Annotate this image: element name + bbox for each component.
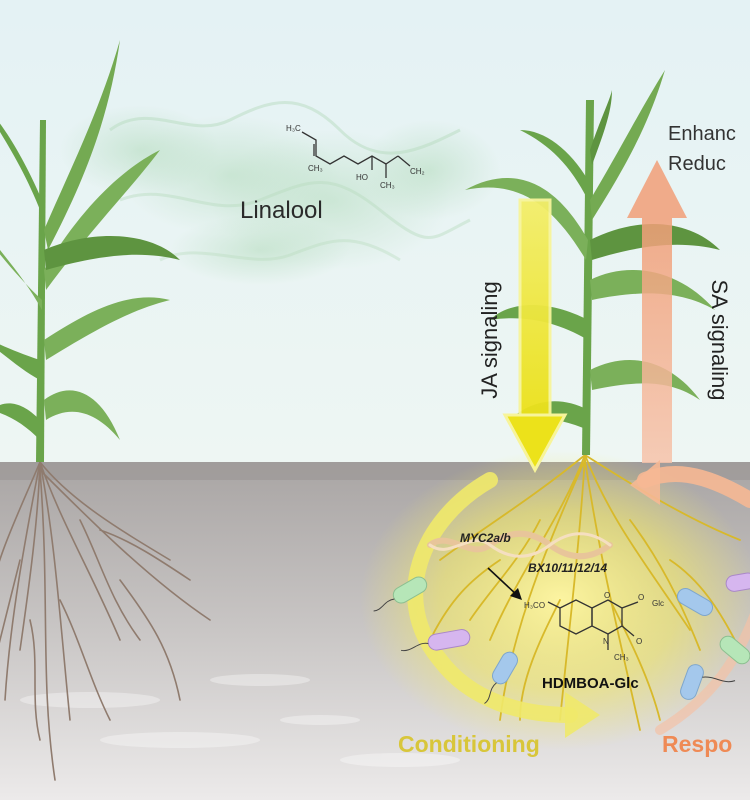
hdmboa-molecule (547, 599, 639, 650)
left-plant-roots (0, 461, 211, 781)
mol-h3co-label: H₃CO (524, 601, 545, 610)
mol-ch3-label: CH₃ (308, 164, 323, 173)
conditioning-label: Conditioning (398, 731, 540, 757)
mol-ch2-label: CH₂ (410, 167, 425, 176)
ja-signaling-label: JA signaling (477, 281, 502, 398)
soil-bacteria (373, 572, 750, 704)
myc2-label: MYC2a/b (460, 531, 511, 545)
mol-h3c-label: H₃C (286, 124, 301, 133)
left-maize-plant (0, 40, 180, 462)
conditioning-cycle-arrow (407, 472, 600, 738)
mol-n-label: N (603, 637, 609, 646)
response-cycle-arrow (630, 460, 750, 735)
sa-signaling-label: SA signaling (707, 279, 732, 400)
linalool-label: Linalool (240, 197, 323, 224)
bx-genes-label: BX10/11/12/14 (528, 561, 607, 575)
mol-glc-label: Glc (652, 599, 664, 608)
sa-signaling-arrow (627, 160, 687, 463)
enhanced-label: Enhanc (668, 123, 736, 145)
mol-ch3-label: CH₃ (614, 653, 629, 662)
linalool-molecule (301, 131, 411, 178)
response-label: Respo (662, 731, 732, 757)
mol-o-label: O (604, 591, 610, 600)
linalool-volatile-cloud (60, 101, 500, 285)
right-maize-plant (465, 70, 720, 455)
mol-o-label: O (636, 637, 642, 646)
reduced-label: Reduc (668, 153, 726, 175)
myc2-dna-strand (427, 530, 613, 560)
myc2-regulation-arrow (487, 567, 522, 600)
hdmboa-label: HDMBOA-Glc (542, 675, 639, 692)
ja-signaling-arrow (502, 198, 568, 474)
mol-ho-label: HO (356, 173, 368, 182)
mol-o-label: O (638, 593, 644, 602)
mol-ch3-label: CH₃ (380, 181, 395, 190)
